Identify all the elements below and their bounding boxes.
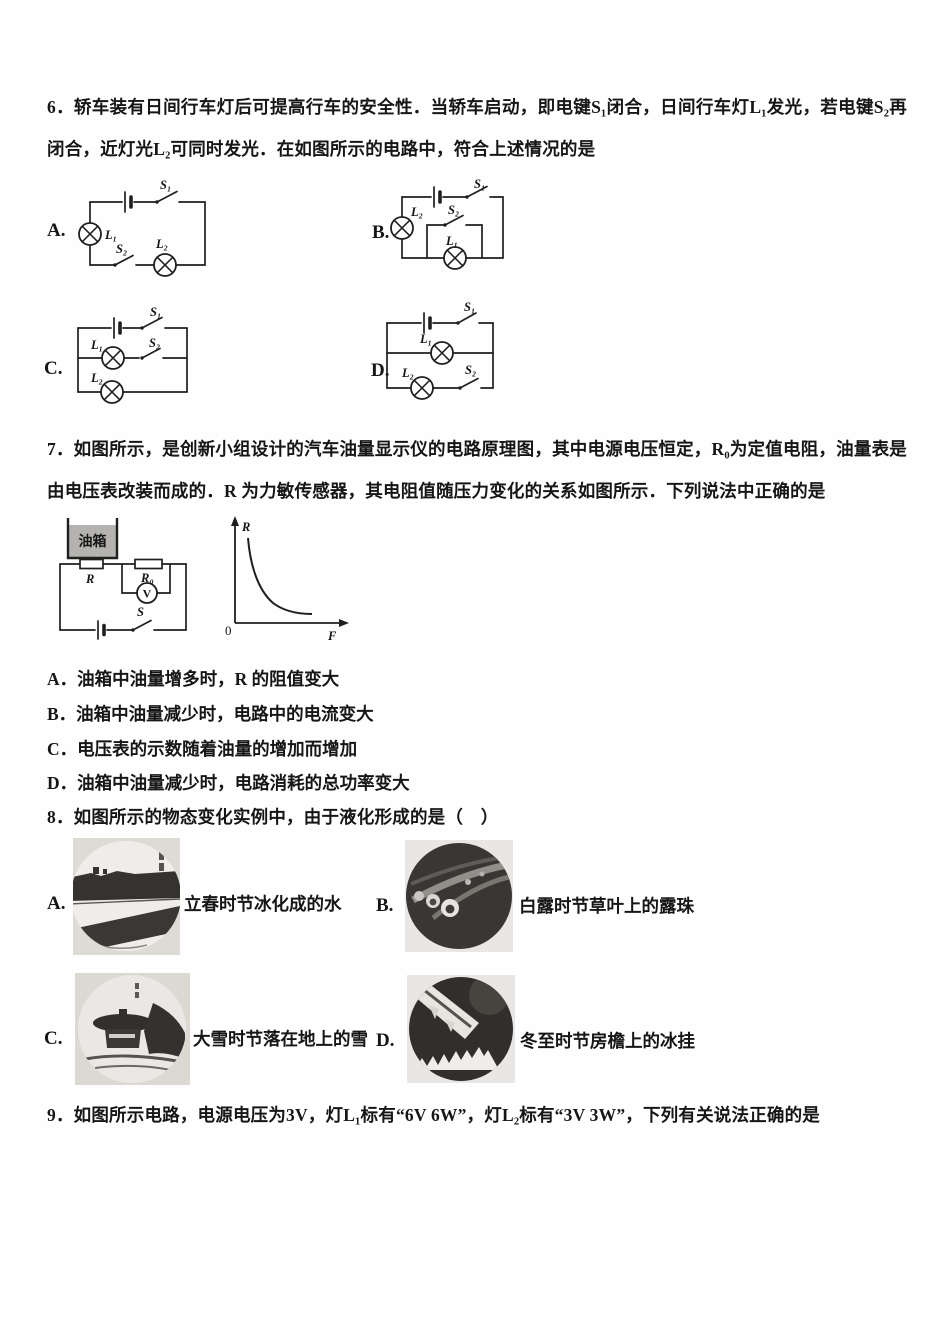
- q7-fuel-gauge-circuit-diagram: 油箱 R R₀ V S: [59, 518, 187, 640]
- circuit-d-wires: [386, 312, 494, 400]
- switch2-label: S₂: [465, 363, 476, 377]
- switch1-label: S₁: [474, 177, 485, 191]
- sensor-label: R: [85, 572, 94, 586]
- decay-curve: [247, 537, 313, 615]
- q6-circuit-d-diagram: S₁ L₁ L₂ S₂: [386, 300, 494, 400]
- q8-option-c-label: C.: [44, 1028, 63, 1049]
- question-7-text: 7．如图所示，是创新小组设计的汽车油量显示仪的电路原理图，其中电源电压恒定，R₀…: [47, 439, 907, 501]
- sensor-resistor-symbol: [79, 558, 104, 570]
- q7-option-d: D．油箱中油量减少时，电路消耗的总功率变大: [47, 773, 410, 794]
- switch1-label: S₁: [160, 178, 171, 192]
- q8-option-b-label: B.: [376, 895, 394, 916]
- voltmeter-label: V: [143, 587, 152, 601]
- origin-label: 0: [225, 623, 232, 638]
- question-6-text: 6．轿车装有日间行车灯后可提高行车的安全性．当轿车启动，即电键S₁闭合，日间行车…: [47, 97, 907, 159]
- q7-option-b: B．油箱中油量减少时，电路中的电流变大: [47, 703, 374, 724]
- switch-label: S: [137, 605, 144, 619]
- lamp1-label: L₁: [419, 332, 432, 346]
- q7-options: A．油箱中油量增多时，R 的阻值变大 B．油箱中油量减少时，电路中的电流变大 C…: [47, 662, 687, 801]
- q8-option-a-caption: 立春时节冰化成的水: [184, 894, 342, 914]
- question-9-text: 9．如图所示电路，电源电压为3V，灯L₁标有“6V 6W”，灯L₂标有“3V 3…: [47, 1105, 820, 1125]
- q6-option-c-label: C.: [44, 358, 63, 379]
- lamp2-label: L₂: [401, 366, 414, 380]
- lamp2-label: L₂: [90, 371, 103, 385]
- fuel-tank-fill: [69, 525, 116, 557]
- q6-circuit-c-diagram: S₁ L₁ S₂ L₂: [77, 305, 188, 404]
- x-axis-arrow: [339, 619, 349, 627]
- circuit-a-wires: [78, 190, 206, 277]
- switch2-label: S₂: [149, 336, 160, 350]
- q6-circuit-a-diagram: S₁ L₁ S₂ L₂: [78, 178, 206, 277]
- q7-option-a: A．油箱中油量增多时，R 的阻值变大: [47, 669, 340, 689]
- switch2-label: S₂: [448, 203, 459, 217]
- switch1-label: S₁: [464, 300, 475, 314]
- q7-option-c: C．电压表的示数随着油量的增加而增加: [47, 738, 358, 759]
- q6-option-b-label: B.: [372, 222, 390, 243]
- lamp1-label: L₁: [445, 234, 458, 248]
- q8-option-d-label: D.: [376, 1030, 395, 1051]
- q6-circuit-b-diagram: S₁ L₂ S₂ L₁: [390, 177, 504, 270]
- photo-a-melted-ice-water: [73, 838, 180, 955]
- lamp2-label: L₂: [410, 205, 423, 219]
- q8-option-a-label: A.: [47, 893, 66, 914]
- fuel-tank-label: 油箱: [79, 533, 107, 550]
- y-axis-label: R: [241, 520, 250, 534]
- q8-option-c-caption: 大雪时节落在地上的雪: [193, 1029, 368, 1049]
- photo-b-dew-on-grass: [405, 840, 513, 952]
- circuit-wires: [59, 558, 187, 640]
- lamp1-label: L₁: [90, 338, 103, 352]
- y-axis-arrow: [231, 516, 239, 526]
- lamp1-label: L₁: [104, 228, 117, 242]
- voltmeter-symbol: [136, 582, 158, 604]
- q6-option-d-label: D.: [371, 360, 390, 381]
- circuit-c-wires: [77, 316, 188, 404]
- q6-option-a-label: A.: [47, 220, 66, 241]
- photo-c-snow-on-ground: [75, 973, 190, 1085]
- x-axis-label: F: [327, 629, 337, 643]
- q8-option-b-caption: 白露时节草叶上的露珠: [519, 896, 694, 916]
- q8-option-d-caption: 冬至时节房檐上的冰挂: [520, 1031, 695, 1051]
- fuel-tank-outline: [66, 518, 119, 560]
- switch2-label: S₂: [116, 242, 127, 256]
- circuit-b-wires: [390, 185, 504, 270]
- q7-resistance-force-graph: R 0 F: [225, 516, 349, 643]
- switch1-label: S₁: [150, 305, 161, 319]
- question-8-text: 8．如图所示的物态变化实例中，由于液化形成的是（ ）: [47, 807, 499, 827]
- fixed-resistor-label: R₀: [140, 571, 154, 585]
- fixed-resistor-symbol: [134, 558, 163, 570]
- lamp2-label: L₂: [155, 237, 168, 251]
- photo-d-icicles-on-eaves: [407, 975, 515, 1083]
